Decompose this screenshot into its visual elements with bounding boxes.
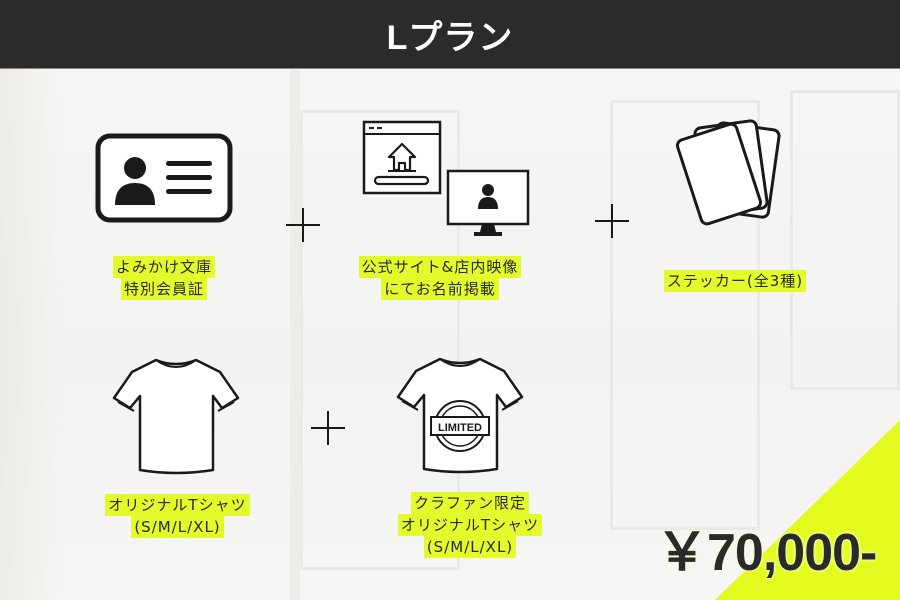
plan-price: ￥70,000- xyxy=(656,524,877,582)
background-window-frame xyxy=(300,110,460,570)
plan-title: Lプラン xyxy=(386,18,514,57)
limited-tshirt-icon: LIMITED xyxy=(396,357,524,474)
accent-corner-triangle xyxy=(715,420,900,600)
reward-label: オリジナルTシャツ (S/M/L/XL) xyxy=(90,494,265,538)
stacked-cards-icon xyxy=(675,119,781,226)
plus-icon xyxy=(311,411,345,445)
background-window-frame xyxy=(790,90,900,390)
reward-label: 公式サイト&店内映像 にてお名前掲載 xyxy=(340,256,540,300)
reward-label: クラファン限定 オリジナルTシャツ (S/M/L/XL) xyxy=(370,492,570,558)
svg-text:LIMITED: LIMITED xyxy=(438,422,482,434)
plus-icon xyxy=(595,204,629,238)
tshirt-icon xyxy=(112,358,240,475)
reward-label: ステッカー(全3種) xyxy=(640,270,830,292)
background-post xyxy=(290,70,300,600)
plus-icon xyxy=(286,208,320,242)
plan-header: Lプラン xyxy=(0,0,900,69)
id-card-icon xyxy=(95,133,233,223)
reward-label: よみかけ文庫 特別会員証 xyxy=(84,256,244,300)
website-and-monitor-icon xyxy=(362,120,530,236)
background-window-frame xyxy=(610,100,760,530)
